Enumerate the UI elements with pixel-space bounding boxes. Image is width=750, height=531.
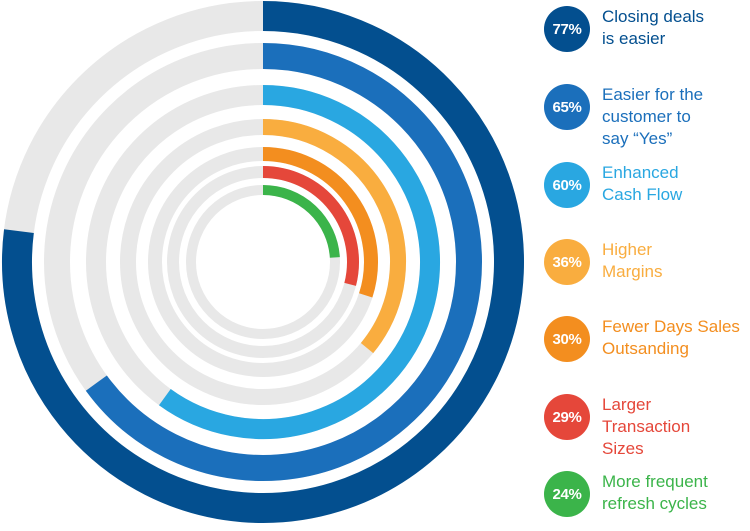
legend-label: More frequent refresh cycles	[602, 471, 750, 515]
percent-badge: 24%	[544, 471, 590, 517]
legend-label-line: is easier	[602, 29, 666, 48]
legend-label-line: Enhanced	[602, 163, 679, 182]
percent-badge: 77%	[544, 6, 590, 52]
percent-badge: 65%	[544, 84, 590, 130]
legend-label-line: More frequent	[602, 472, 708, 491]
ring-bar-2	[85, 43, 482, 481]
legend-item: 24% More frequent refresh cycles	[544, 471, 750, 531]
legend-label-line: Margins	[602, 262, 663, 281]
legend-label-line: Closing deals	[602, 7, 705, 26]
percent-badge: 30%	[544, 316, 590, 362]
legend-label: Easier for the customer to say “Yes”	[602, 84, 750, 150]
legend-label-line: Larger	[602, 395, 652, 414]
ring-bar-5	[262, 147, 378, 298]
legend-label-line: Sizes	[602, 439, 644, 458]
ring-bar-4	[262, 119, 406, 354]
legend-label-line: Cash Flow	[602, 185, 683, 204]
legend-label-line: Higher	[602, 240, 653, 259]
legend-label-line: Easier for the	[602, 85, 704, 104]
legend-item: 77% Closing deals is easier	[544, 6, 750, 66]
legend-label-line: Transaction	[602, 417, 691, 436]
ring-bar-7	[262, 185, 340, 258]
legend-label-line: say “Yes”	[602, 129, 673, 148]
legend-label: Closing deals is easier	[602, 6, 750, 50]
legend-label-line: customer to	[602, 107, 691, 126]
percent-badge: 60%	[544, 162, 590, 208]
legend-label-line: refresh cycles	[602, 494, 707, 513]
percent-badge: 36%	[544, 239, 590, 285]
legend-label-line: Fewer Days Sales	[602, 317, 740, 336]
legend-item: 65% Easier for the customer to say “Yes”	[544, 84, 750, 148]
ring-bar-1	[2, 1, 524, 523]
legend-label-line: Outsanding	[602, 339, 689, 358]
percent-badge: 29%	[544, 394, 590, 440]
radial-bar-chart	[2, 1, 524, 523]
ring-bar-3	[158, 85, 440, 439]
ring-bar-6	[262, 166, 359, 286]
